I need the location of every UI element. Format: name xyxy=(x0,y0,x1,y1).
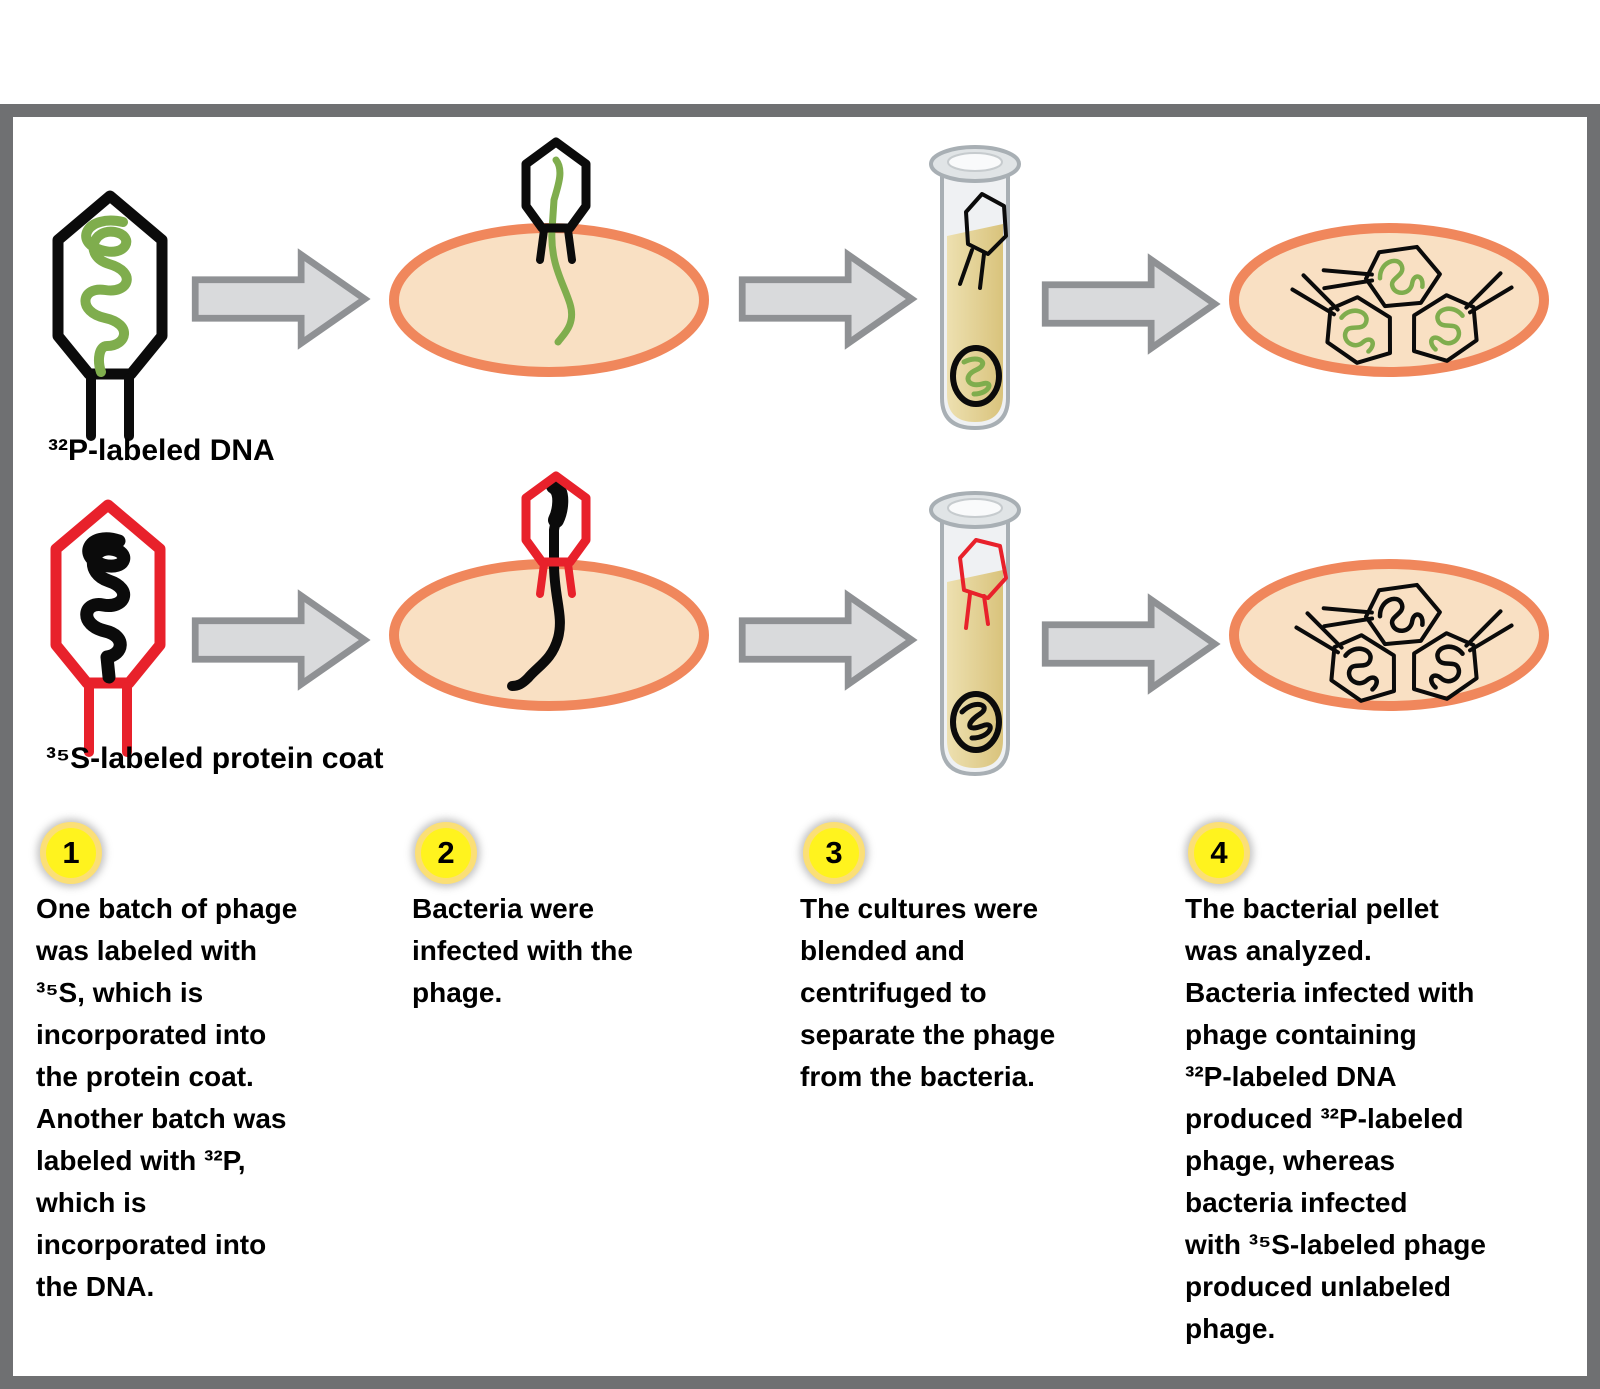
phage-32p-icon xyxy=(52,190,168,441)
dna-pellet-icon xyxy=(950,691,1002,753)
culture-liquid xyxy=(947,224,1003,422)
arrow-right-icon xyxy=(1041,253,1221,355)
arrow-right-icon xyxy=(738,248,918,350)
arrow-right-icon xyxy=(738,589,918,691)
step-2-badge: 2 xyxy=(415,822,477,884)
test-tube-icon xyxy=(929,491,1021,777)
labeled-phage-icon xyxy=(1321,244,1442,309)
unlabeled-phage-icon xyxy=(1412,609,1514,701)
step-4-text: The bacterial pellet was analyzed. Bacte… xyxy=(1185,893,1486,1344)
test-tube-icon xyxy=(929,145,1021,431)
unlabeled-phage-icon xyxy=(1321,582,1442,647)
step-4-badge: 4 xyxy=(1188,822,1250,884)
phage-head-outline xyxy=(521,471,591,567)
arrow-right-icon xyxy=(191,248,371,350)
phage-35s-icon xyxy=(50,499,166,757)
dna-strand-black xyxy=(507,487,565,691)
dna-strand-green xyxy=(548,156,575,346)
phage-leg xyxy=(564,560,576,598)
label-32p-dna: ³²P-labeled DNA xyxy=(48,434,275,467)
dna-strand-green xyxy=(80,215,132,377)
bacterium-with-phages-icon xyxy=(1229,223,1549,377)
phage-leg xyxy=(536,560,548,598)
labeled-phage-icon xyxy=(1412,271,1514,363)
step-1-badge: 1 xyxy=(40,822,102,884)
phage-leg xyxy=(536,226,548,264)
dna-strand-black xyxy=(80,532,131,684)
label-35s-protein-coat: ³⁵S-labeled protein coat xyxy=(46,742,384,775)
phage-injecting-dna-icon xyxy=(521,137,591,346)
empty-phage-ghost-icon xyxy=(958,538,1008,630)
phage-injecting-dna-icon xyxy=(507,471,591,691)
phage-leg xyxy=(564,226,576,264)
phage-head-outline xyxy=(521,137,591,233)
arrow-right-icon xyxy=(191,589,371,691)
arrow-right-icon xyxy=(1041,593,1221,695)
step-1-text: One batch of phage was labeled with ³⁵S,… xyxy=(36,893,298,1302)
unlabeled-phage-icon xyxy=(1294,611,1396,703)
step-3-badge: 3 xyxy=(803,822,865,884)
dna-pellet-icon xyxy=(950,345,1002,407)
empty-phage-ghost-icon xyxy=(958,192,1008,290)
labeled-phage-icon xyxy=(1290,273,1392,365)
bacterium-with-phages-icon xyxy=(1229,559,1549,711)
step-3-text: The cultures were blended and centrifuge… xyxy=(800,893,1056,1092)
step-2-text: Bacteria were infected with the phage. xyxy=(412,893,633,1008)
phage-head-outline xyxy=(52,190,168,380)
